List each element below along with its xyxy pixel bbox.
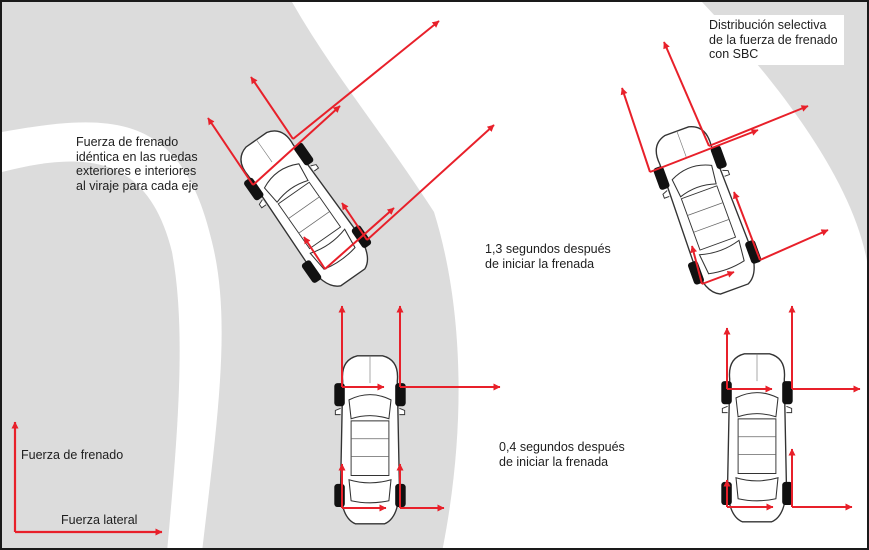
car-0-4s-uniform-braking [333,305,501,525]
axis-label-text: Fuerza de frenado [21,448,124,462]
car-0-4s-sbc-braking [720,305,861,523]
annotation-line: idéntica en las ruedas [76,149,198,164]
annotation-time-1-3: 1,3 segundos después de iniciar la frena… [485,242,611,271]
annotation-time-0-4: 0,4 segundos después de iniciar la frena… [499,440,625,469]
axis-label-text: Fuerza lateral [61,513,138,527]
annotation-line: 1,3 segundos después [485,242,611,256]
annotation-line: Distribución selectiva [709,18,827,32]
annotation-line: de la fuerza de frenado [709,32,838,47]
car-top-view-icon [333,355,407,525]
text-backdrop-gap [492,297,557,397]
force-arrows-car-3 [338,305,501,512]
axis-label-braking-force: Fuerza de frenado [21,448,123,463]
force-arrows-car-2 [620,41,829,285]
axis-label-lateral-force: Fuerza lateral [61,513,137,528]
text-backdrop-0-4 [492,427,642,487]
car-1-3s-uniform-braking [207,20,495,299]
annotation-line: de iniciar la frenada [499,454,609,469]
annotation-line: Fuerza de frenado [76,135,179,149]
annotation-line: 0,4 segundos después [499,440,625,454]
text-backdrop-1-3 [482,212,572,272]
car-1-3s-sbc-braking [620,41,829,302]
force-arrows-car-1 [207,20,495,270]
car-top-view-icon [720,353,794,523]
annotation-same-force: Fuerza de frenado idéntica en las ruedas… [76,135,236,193]
force-arrows-car-4 [723,305,861,511]
annotation-line: exteriores e interiores [76,164,197,178]
annotation-line: al viraje para cada eje [76,178,199,193]
annotation-selective-sbc: Distribución selectiva de la fuerza de f… [703,15,844,65]
annotation-line: de iniciar la frenada [485,256,595,271]
car-top-view-icon [226,118,383,299]
axes-legend-arrows [11,421,163,536]
annotation-line: con SBC [709,47,759,61]
